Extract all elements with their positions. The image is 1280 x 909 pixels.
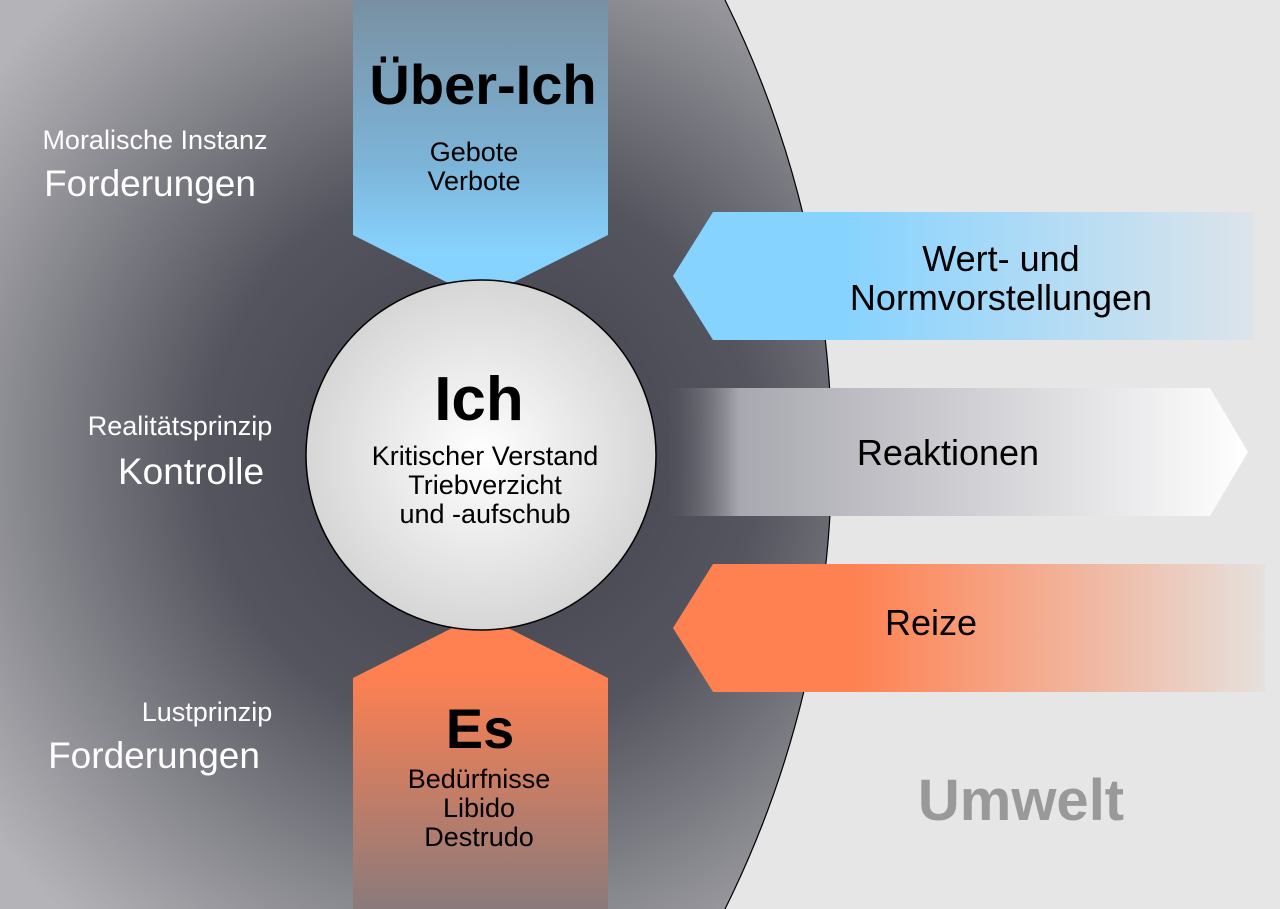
superego-line2: Verbote (427, 166, 520, 196)
superego-arrow (353, 0, 608, 299)
reactions-label: Reaktionen (857, 432, 1039, 473)
ego-title: Ich (434, 365, 524, 434)
values-arrow (673, 212, 1255, 340)
reactions-arrow (670, 388, 1248, 516)
id-line3: Destrudo (424, 822, 534, 852)
ego-circle (305, 279, 657, 631)
id-title: Es (446, 697, 515, 760)
values-line1: Wert- und (922, 238, 1079, 279)
id-arrow (353, 614, 608, 909)
reality-control: Kontrolle (118, 451, 264, 492)
morality-label: Moralische Instanz (42, 125, 267, 155)
reality-label: Realitätsprinzip (88, 411, 273, 441)
pleasure-demands: Forderungen (48, 735, 260, 776)
superego-line1: Gebote (430, 137, 519, 167)
pleasure-label: Lustprinzip (142, 697, 273, 727)
stimuli-label: Reize (885, 602, 977, 643)
values-line2: Normvorstellungen (850, 277, 1152, 318)
stimuli-arrow (673, 564, 1265, 692)
id-line1: Bedürfnisse (408, 764, 551, 794)
superego-title: Über-Ich (369, 53, 596, 116)
environment-label: Umwelt (918, 768, 1124, 833)
ego-line1: Kritischer Verstand (372, 441, 599, 471)
morality-demands: Forderungen (44, 163, 256, 204)
ego-line3: und -aufschub (399, 499, 570, 529)
ego-line2: Triebverzicht (408, 470, 562, 500)
id-line2: Libido (443, 793, 515, 823)
